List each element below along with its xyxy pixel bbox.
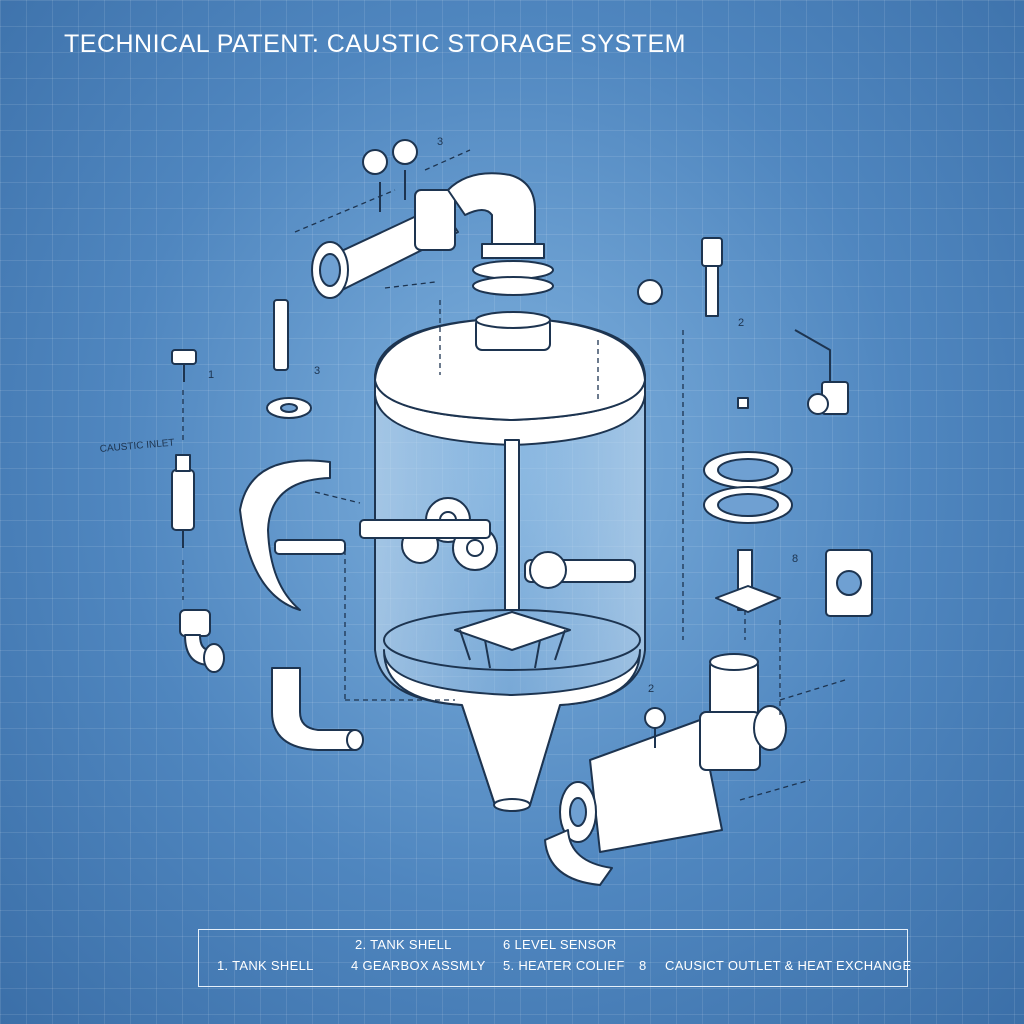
inlet-pipe-assembly	[311, 139, 554, 299]
caustic-inlet-label: CAUSTIC INLET	[99, 437, 175, 454]
pressure-gauge-icon	[392, 139, 418, 165]
legend-item: 5. HEATER COLIEF	[503, 958, 625, 973]
gearbox-assembly	[359, 439, 636, 669]
pressure-gauge-icon	[362, 149, 388, 175]
valve-icon	[807, 393, 829, 415]
legend-item: 6 LEVEL SENSOR	[503, 937, 617, 952]
legend-item: 1. TANK SHELL	[217, 958, 314, 973]
left-components	[171, 299, 364, 751]
callout-number: 2	[738, 317, 744, 329]
leader-lines	[182, 149, 846, 801]
outlet-heat-exchanger	[544, 653, 787, 886]
right-components	[637, 237, 873, 617]
legend-item: CAUSICT OUTLET & HEAT EXCHANGE	[665, 958, 912, 973]
callout-number: 8	[792, 553, 798, 565]
callout-number: 3	[314, 365, 320, 377]
callout-number: 3	[437, 136, 443, 148]
parts-legend: 2. TANK SHELL 6 LEVEL SENSOR 1. TANK SHE…	[198, 929, 912, 987]
gauge-icon	[637, 279, 663, 305]
callout-number: 2	[648, 683, 654, 695]
gauge-icon	[644, 707, 666, 729]
callout-number: 1	[208, 369, 214, 381]
page-title: TECHNICAL PATENT: CAUSTIC STORAGE SYSTEM	[64, 30, 686, 58]
legend-item: 2. TANK SHELL	[355, 937, 452, 952]
legend-item: 8	[639, 958, 647, 973]
legend-item: 4 GEARBOX ASSMLY	[351, 958, 486, 973]
